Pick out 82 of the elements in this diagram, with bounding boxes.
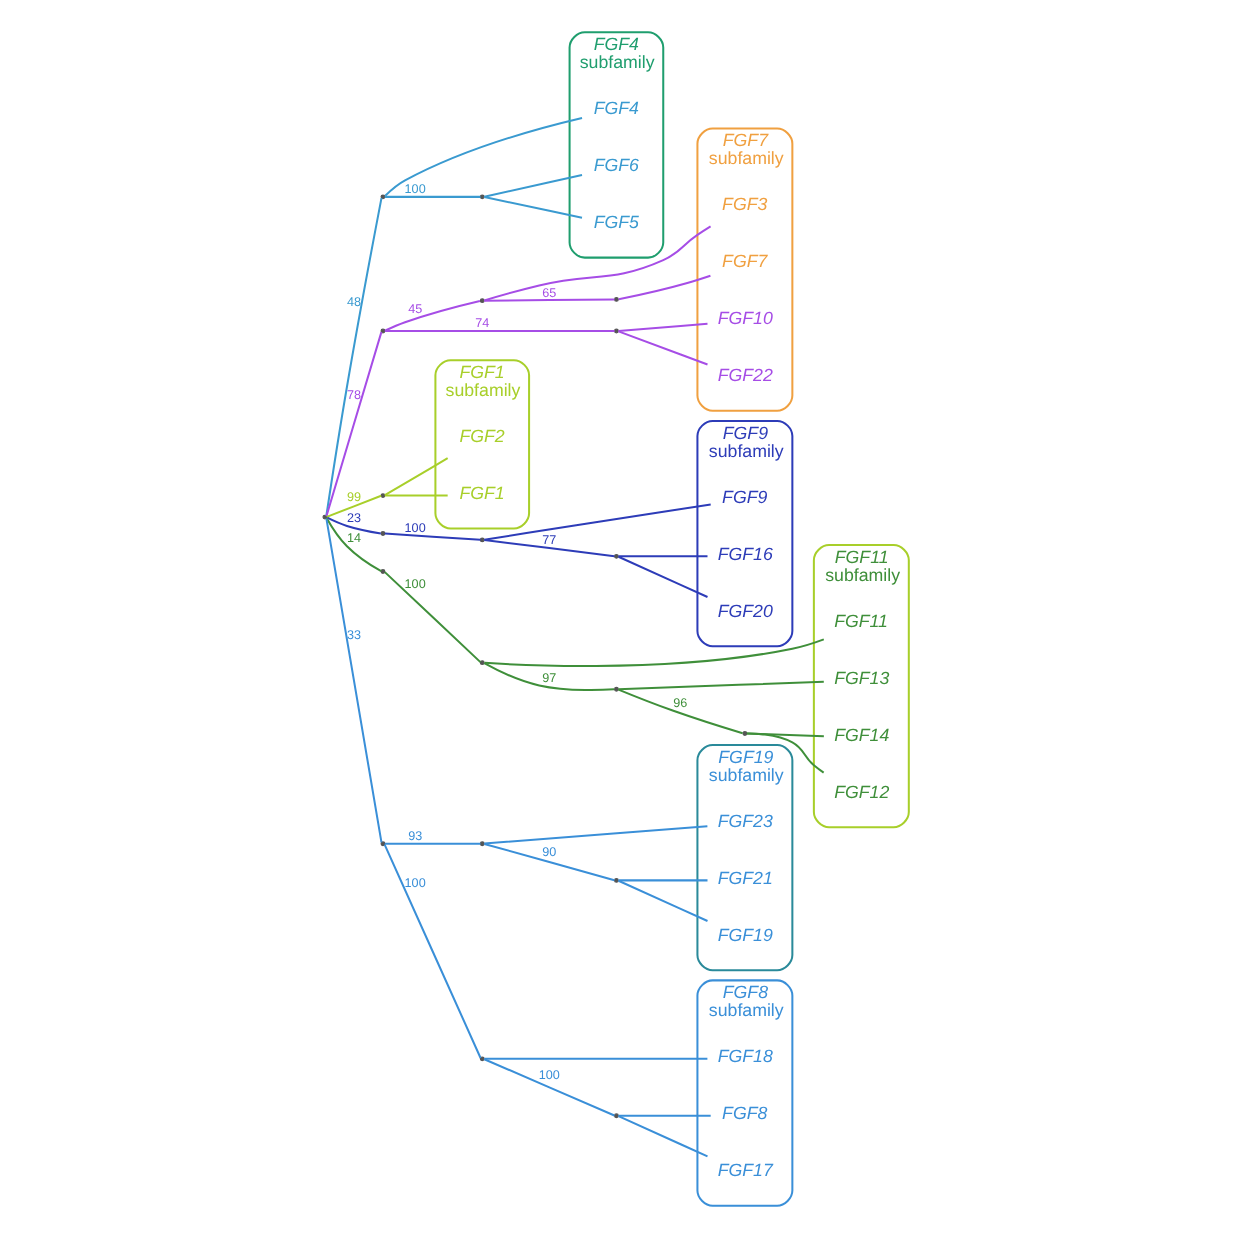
node-text: FGF16 <box>717 543 773 564</box>
node-text: FGF14 <box>834 724 890 745</box>
connector <box>326 516 381 535</box>
node-point <box>613 686 619 692</box>
connector <box>325 517 382 573</box>
node-point <box>380 493 386 499</box>
node-point <box>479 298 485 304</box>
node-point <box>479 194 485 200</box>
node-text: FGF20 <box>717 600 773 621</box>
node-point <box>380 328 386 334</box>
connector <box>383 844 482 1059</box>
connector <box>325 331 383 517</box>
connector <box>484 196 583 219</box>
connector <box>618 555 708 598</box>
connector <box>618 680 824 691</box>
connector <box>618 274 711 301</box>
connector <box>618 688 743 735</box>
connector <box>384 571 482 663</box>
node-text: FGF4 <box>593 98 639 119</box>
connector <box>618 1115 708 1158</box>
node-text: FGF5 <box>593 212 639 233</box>
connector <box>484 842 615 882</box>
connector <box>484 638 825 667</box>
node-point <box>613 328 619 334</box>
connector <box>618 330 708 366</box>
connector <box>325 197 383 516</box>
connector <box>484 825 708 845</box>
node-text: FGF19 <box>717 924 773 945</box>
node-text: FGF12 <box>834 781 890 802</box>
node-point <box>479 660 485 666</box>
connector <box>483 662 615 692</box>
connector <box>384 117 583 197</box>
connector <box>384 195 481 198</box>
node-point <box>380 569 386 574</box>
node-text: FGF11 <box>834 610 888 631</box>
connector <box>618 879 708 882</box>
connector <box>384 842 481 845</box>
connector <box>326 494 382 518</box>
connector <box>384 532 481 541</box>
connector <box>384 457 449 497</box>
connector <box>618 879 708 922</box>
node-text: FGF13 <box>834 667 890 688</box>
node-text: FGF17 <box>717 1160 773 1181</box>
connector <box>618 1114 711 1117</box>
node-point <box>613 1113 619 1119</box>
node-point <box>613 877 619 883</box>
node-point <box>613 296 619 302</box>
node-point <box>380 841 386 847</box>
connector <box>384 494 448 497</box>
node-point <box>380 531 386 536</box>
node-text: FGF18 <box>717 1046 773 1067</box>
connector <box>484 174 583 198</box>
node-point <box>479 1056 485 1062</box>
connector <box>618 555 708 558</box>
connector <box>483 1058 615 1117</box>
connector <box>325 518 383 843</box>
node-text: FGF23 <box>717 810 773 831</box>
node-text: FGF2 <box>459 426 505 447</box>
node-text: FGF6 <box>593 155 639 176</box>
connector <box>384 330 615 333</box>
node-text: FGF9 <box>722 486 768 507</box>
node-text: FGF10 <box>717 308 773 329</box>
node-text: FGF21 <box>717 867 773 888</box>
connector <box>484 225 712 302</box>
node-point <box>479 537 485 543</box>
connector <box>484 503 711 541</box>
connector <box>484 539 615 558</box>
node-text: FGF8 <box>722 1103 768 1124</box>
node-point <box>742 731 748 736</box>
connector <box>484 1057 708 1060</box>
node-text: FGF22 <box>717 365 773 386</box>
node-text: FGF1 <box>459 483 505 504</box>
node-point <box>322 514 328 520</box>
connector <box>384 299 481 332</box>
connector <box>746 732 825 774</box>
connector <box>618 322 708 332</box>
node-text: FGF7 <box>722 251 768 272</box>
node-point <box>380 194 386 200</box>
connector <box>484 298 615 302</box>
node-text: FGF3 <box>722 194 768 215</box>
node-point <box>613 553 619 559</box>
node-point <box>479 841 485 847</box>
